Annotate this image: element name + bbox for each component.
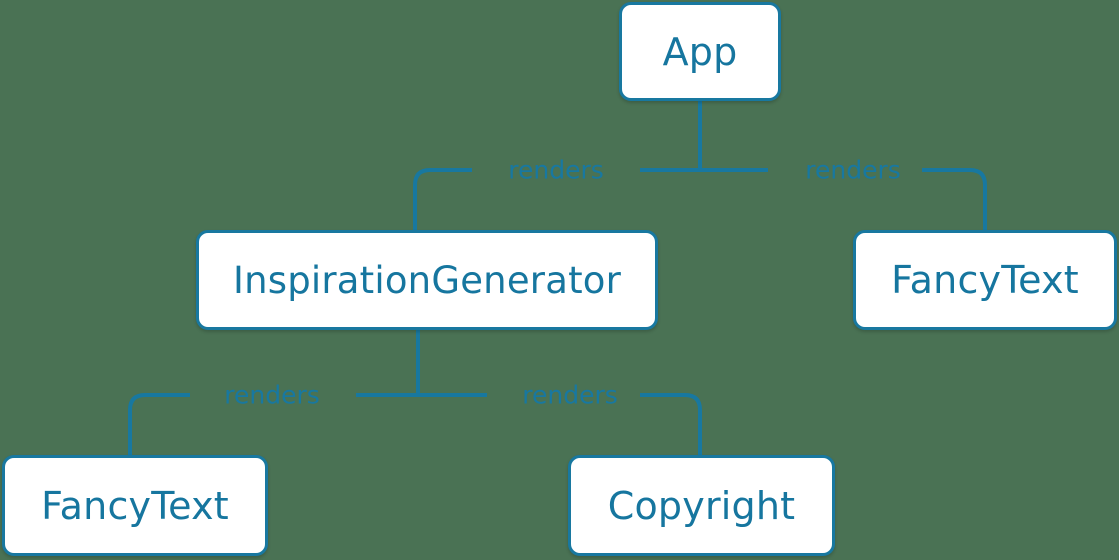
- node-inspiration-generator[interactable]: InspirationGenerator: [196, 230, 658, 330]
- node-copyright-label: Copyright: [607, 483, 796, 528]
- edge-app-to-fancy-right-elbow: [969, 168, 987, 230]
- edge-label-inspiration-generator-to-copyright: renders: [522, 380, 618, 410]
- node-fancy-text-left-label: FancyText: [41, 483, 229, 528]
- node-app-label: App: [662, 29, 738, 74]
- edge-app-to-inspgen-elbow: [413, 168, 431, 230]
- node-fancy-text-right[interactable]: FancyText: [853, 230, 1117, 330]
- node-copyright[interactable]: Copyright: [568, 455, 835, 556]
- edge-label-app-to-inspiration-generator: renders: [508, 155, 604, 185]
- node-app[interactable]: App: [619, 2, 781, 101]
- edge-inspgen-to-fancy-left-elbow: [128, 393, 146, 455]
- node-fancy-text-right-label: FancyText: [891, 258, 1079, 302]
- node-inspiration-generator-label: InspirationGenerator: [232, 258, 622, 302]
- edge-label-app-to-fancy-text-right: renders: [805, 155, 901, 185]
- edge-inspgen-to-copyright-elbow: [684, 393, 702, 455]
- edge-label-inspiration-generator-to-fancy-text-left: renders: [224, 380, 320, 410]
- node-fancy-text-left[interactable]: FancyText: [2, 455, 268, 556]
